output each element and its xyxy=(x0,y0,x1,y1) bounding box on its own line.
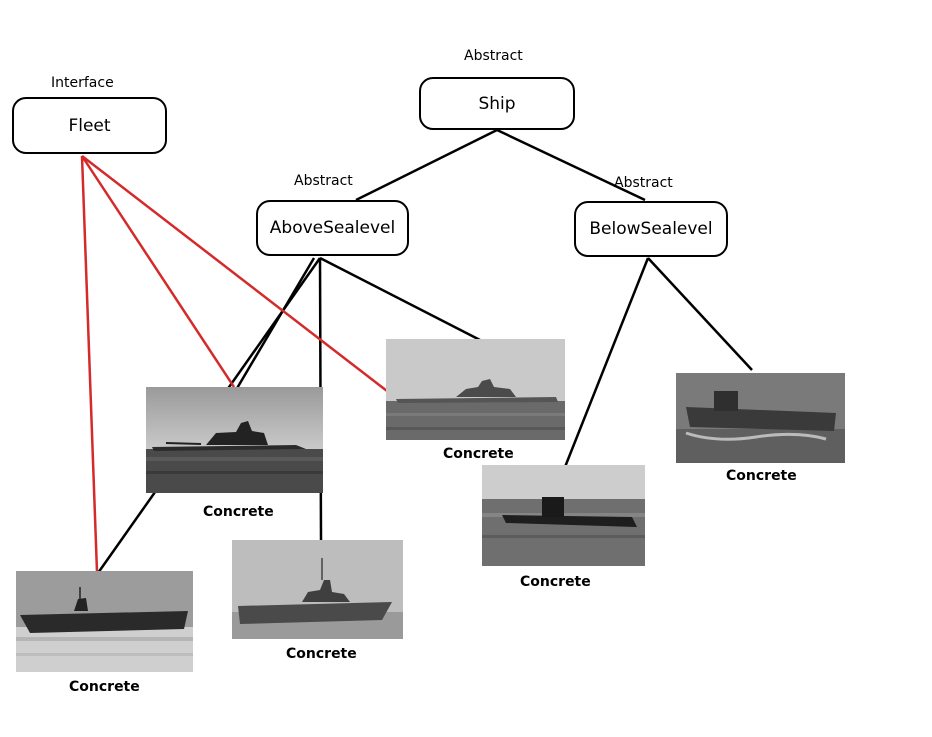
ship-label: Ship xyxy=(478,93,516,114)
below-to-submarine-edge xyxy=(563,257,650,468)
ship-node[interactable]: Ship xyxy=(419,77,575,130)
surfaced-submarine-caption: Concrete xyxy=(726,468,797,484)
aircraft-carrier-caption: Concrete xyxy=(69,679,140,695)
belowsealevel-label: BelowSealevel xyxy=(589,219,713,239)
fleet-stereotype: Interface xyxy=(51,75,114,91)
cruiser-caption: Concrete xyxy=(443,446,514,462)
belowsealevel-node[interactable]: BelowSealevel xyxy=(574,201,728,257)
submarine-photo xyxy=(482,465,645,566)
submarine-caption: Concrete xyxy=(520,574,591,590)
below-to-surfaced-sub-edge xyxy=(647,257,753,371)
belowsealevel-stereotype: Abstract xyxy=(614,175,673,191)
surfaced-submarine-photo xyxy=(676,373,845,463)
fleet-to-carrier-edge xyxy=(80,155,99,573)
ship-to-abovesealevel-edge xyxy=(355,128,498,202)
abovesealevel-node[interactable]: AboveSealevel xyxy=(256,200,409,256)
fleet-label: Fleet xyxy=(68,115,111,136)
battleship-caption: Concrete xyxy=(203,504,274,520)
destroyer-caption: Concrete xyxy=(286,646,357,662)
ship-stereotype: Abstract xyxy=(464,48,523,64)
abovesealevel-stereotype: Abstract xyxy=(294,173,353,189)
abovesealevel-label: AboveSealevel xyxy=(269,218,396,238)
battleship-photo xyxy=(146,387,323,493)
cruiser-photo xyxy=(386,339,565,440)
ship-to-belowsealevel-edge xyxy=(496,128,646,202)
fleet-to-battleship-edge xyxy=(80,155,236,388)
above-to-cruiser-edge xyxy=(319,256,481,342)
aircraft-carrier-photo xyxy=(16,571,193,672)
fleet-to-cruiser-edge xyxy=(81,155,388,392)
destroyer-photo xyxy=(232,540,403,639)
fleet-node[interactable]: Fleet xyxy=(12,97,167,154)
